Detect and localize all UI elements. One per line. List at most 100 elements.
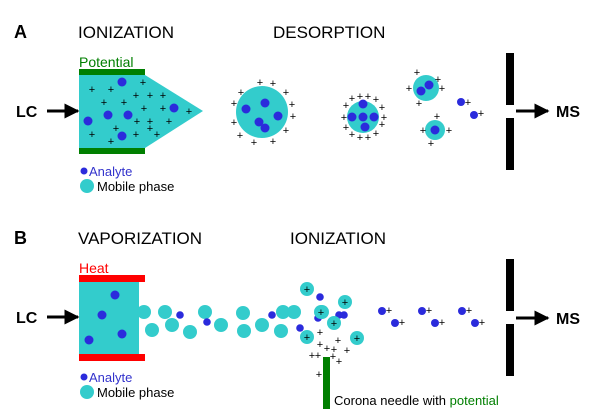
charge-symbol: + [365,132,371,144]
charge-symbol: + [186,106,192,118]
charge-symbol: + [89,84,95,96]
analyte-dot [103,110,113,120]
charge-symbol: + [479,317,485,329]
charge-symbol: + [379,102,385,114]
mobile-phase-droplet [255,318,269,332]
charge-symbol: + [341,112,347,124]
legend-mobile-phase-dot-b [80,385,94,399]
panel-a: A IONIZATION DESORPTION Potential LC +++… [14,22,580,194]
analyte-dot [358,112,368,122]
charge-symbol: + [406,83,412,95]
charge-symbol: + [349,129,355,141]
charge-symbol: + [147,123,153,135]
charge-symbol: + [270,78,276,90]
analyte-ion-dot [457,98,465,106]
charge-symbol: + [439,317,445,329]
charge-symbol: + [304,332,310,344]
charged-mobile-phase-droplet [314,305,328,319]
analyte-dot [254,117,264,127]
analyte-ion-dot [431,319,439,327]
capillary-charges-a: ++++++++++++++++++++ [89,77,192,148]
charged-mobile-phase-droplet [338,295,352,309]
charge-symbol: + [416,98,422,110]
charge-symbol: + [478,108,484,120]
charge-symbol: + [133,90,139,102]
ms-outlet-label-b: MS [556,311,580,328]
charge-symbol: + [331,344,337,356]
spray-capillary-a [79,75,203,148]
charge-symbol: + [108,84,114,96]
lc-inlet-label-a: LC [16,104,38,121]
charge-symbol: + [373,94,379,106]
charge-symbol: + [317,327,323,339]
analyte-dot [123,110,133,120]
heater-top [79,275,145,282]
charged-droplet: ++++++++++++++ [341,91,387,144]
mobile-phase-droplet [137,305,151,319]
charge-symbol: + [381,112,387,124]
charge-symbol: + [315,350,321,362]
analyte-dot [340,311,348,319]
analyte-dot [296,324,304,332]
charged-droplet: ++++ [420,111,452,150]
charge-symbol: + [324,343,330,355]
legend-mobile-phase-dot-a [80,179,94,193]
charge-symbol: + [316,369,322,381]
analyte-dot [97,310,107,320]
mobile-phase-droplet [276,305,290,319]
legend-mobile-phase-label-a: Mobile phase [97,179,174,194]
analyte-dot [369,112,379,122]
charge-symbol: + [426,305,432,317]
charge-symbol: + [289,99,295,111]
ionized-analytes: +++++++++++++++++++++++ [300,282,485,381]
potential-electrode-top [79,69,145,75]
analyte-dot [176,311,184,319]
charge-symbol: + [330,351,336,363]
analyte-dot [260,98,270,108]
charge-symbol: + [446,125,452,137]
charge-symbol: + [317,339,323,351]
analyte-dot [347,112,357,122]
mobile-phase-droplet [214,318,228,332]
charge-symbol: + [147,90,153,102]
ms-inlet-wall-top-a [506,53,514,105]
analyte-ion-dot [418,307,426,315]
analyte-dot [430,125,440,135]
charge-symbol: + [101,97,107,109]
charged-mobile-phase-droplet [350,331,364,345]
charge-symbol: + [108,136,114,148]
charge-symbol: + [133,129,139,141]
legend-analyte-dot-a [80,167,88,175]
legend-analyte-dot-b [80,373,88,381]
ms-outlet-label-a: MS [556,104,580,121]
potential-electrode-bottom [79,148,145,154]
charged-mobile-phase-droplet [300,330,314,344]
analyte-ion-dot [378,307,386,315]
analyte-dot [203,318,211,326]
charge-symbol: + [342,297,348,309]
charge-symbol: + [238,87,244,99]
charge-symbol: + [373,128,379,140]
panel-b: B VAPORIZATION IONIZATION Heat LC Analyt… [14,228,580,409]
vaporizer-analytes [84,290,127,345]
charge-symbol: + [399,317,405,329]
charge-symbol: + [465,97,471,109]
mobile-phase-droplet [274,324,288,338]
analyte-ion-dot [471,319,479,327]
charge-symbol: + [434,111,440,123]
analyte-ion-pair: ++ [458,305,485,329]
analyte-dot [273,111,283,121]
charge-symbol: + [89,129,95,141]
charge-symbol: + [154,129,160,141]
analyte-dot [360,122,370,132]
mobile-phase-droplet [165,318,179,332]
capillary-analytes-a [83,77,179,141]
charge-symbol: + [160,103,166,115]
charge-symbol: + [160,90,166,102]
charge-symbol: + [386,305,392,317]
charge-symbol: + [343,100,349,112]
mobile-phase-droplet [158,305,172,319]
mobile-phase-droplet [183,325,197,339]
analyte-dot [117,77,127,87]
analyte-dot [260,123,270,133]
